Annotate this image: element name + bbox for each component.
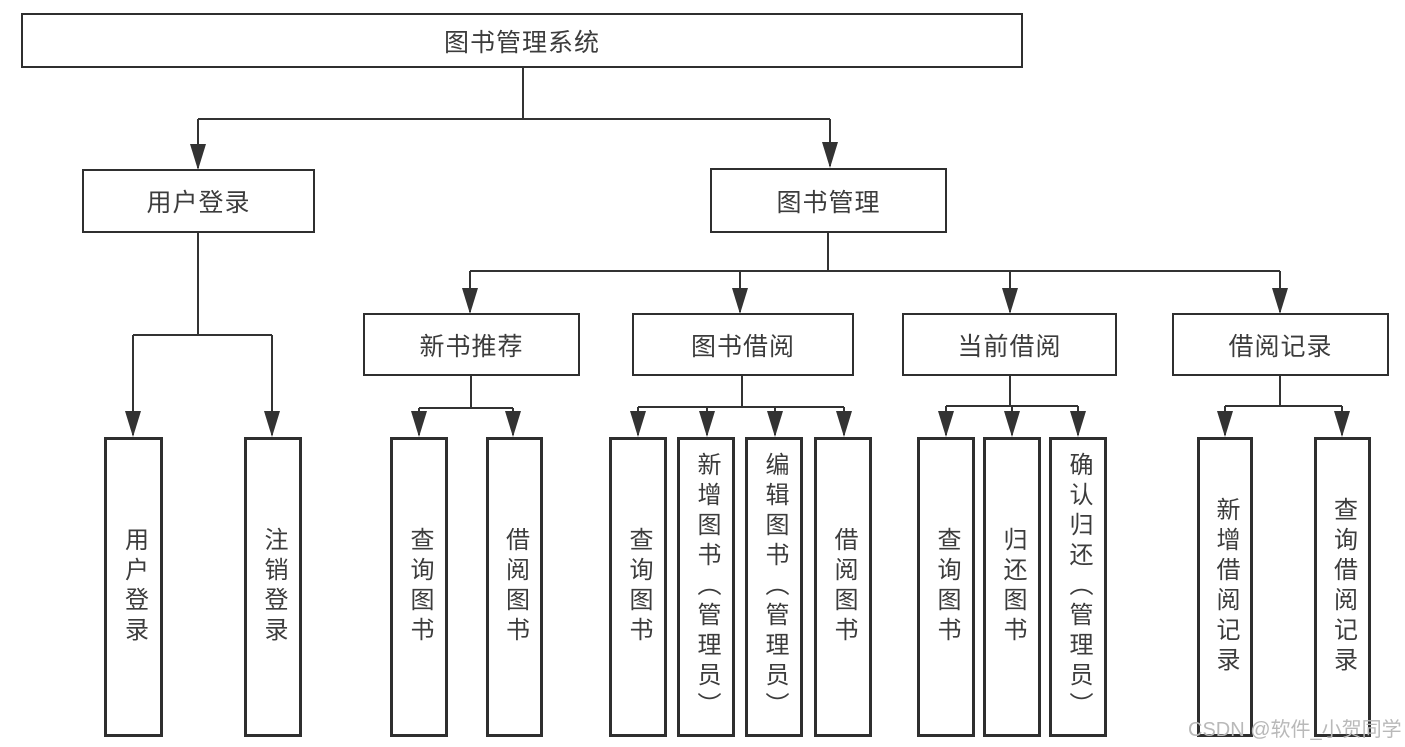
node-new-book-recommend: 新书推荐 <box>363 313 580 376</box>
arrow-icon <box>125 411 141 437</box>
arrow-icon <box>264 411 280 437</box>
leaf-bb-add-books-admin-label: 新增图书（管理员） <box>693 452 720 722</box>
csdn-watermark: CSDN @软件_小贺同学 <box>1188 719 1402 741</box>
arrow-icon <box>767 411 783 437</box>
leaf-cb-return-books: 归还图书 <box>983 437 1041 737</box>
node-current-borrow-label: 当前借阅 <box>957 332 1062 361</box>
leaf-rec-borrow-books-label: 借阅图书 <box>501 527 529 647</box>
leaf-cb-query-books-label: 查询图书 <box>933 527 960 647</box>
arrow-icon <box>1002 288 1018 314</box>
connector-path <box>132 68 1343 435</box>
arrow-icon <box>938 411 954 437</box>
node-borrow-records-label: 借阅记录 <box>1228 332 1333 361</box>
arrow-icon <box>505 411 521 437</box>
leaf-bb-add-books-admin: 新增图书（管理员） <box>677 437 735 737</box>
arrow-icon <box>630 411 646 437</box>
arrow-icon <box>732 288 748 314</box>
node-book-borrow-label: 图书借阅 <box>690 332 795 361</box>
arrow-icon <box>462 288 478 314</box>
arrowheads <box>125 142 1350 437</box>
leaf-bb-borrow-books: 借阅图书 <box>814 437 872 737</box>
arrow-icon <box>836 411 852 437</box>
leaf-br-query-record-label: 查询借阅记录 <box>1329 497 1357 677</box>
arrow-icon <box>1334 411 1350 437</box>
leaf-bb-query-books-label: 查询图书 <box>625 527 652 647</box>
arrow-icon <box>1217 411 1233 437</box>
leaf-bb-borrow-books-label: 借阅图书 <box>830 527 857 647</box>
arrow-icon <box>1272 288 1288 314</box>
leaf-bb-edit-books-admin-label: 编辑图书（管理员） <box>761 452 788 722</box>
node-user-login: 用户登录 <box>82 169 315 233</box>
node-book-management-label: 图书管理 <box>776 188 881 217</box>
arrow-icon <box>699 411 715 437</box>
leaf-bb-query-books: 查询图书 <box>609 437 667 737</box>
leaf-cb-confirm-return-admin: 确认归还（管理员） <box>1049 437 1107 737</box>
leaf-logout-label: 注销登录 <box>260 527 287 647</box>
node-user-login-label: 用户登录 <box>146 189 251 217</box>
arrow-icon <box>411 411 427 437</box>
node-book-management: 图书管理 <box>710 168 947 233</box>
arrow-icon <box>1004 411 1020 437</box>
node-borrow-records: 借阅记录 <box>1172 313 1389 376</box>
node-new-book-recommend-label: 新书推荐 <box>419 332 524 361</box>
arrow-icon <box>190 144 206 170</box>
node-root-label: 图书管理系统 <box>443 28 600 57</box>
leaf-rec-query-books-label: 查询图书 <box>406 527 433 647</box>
leaf-bb-edit-books-admin: 编辑图书（管理员） <box>745 437 803 737</box>
leaf-br-add-record: 新增借阅记录 <box>1197 437 1253 737</box>
leaf-user-login: 用户登录 <box>104 437 163 737</box>
leaf-br-query-record: 查询借阅记录 <box>1314 437 1371 737</box>
leaf-cb-return-books-label: 归还图书 <box>999 527 1026 647</box>
leaf-rec-query-books: 查询图书 <box>390 437 448 737</box>
node-current-borrow: 当前借阅 <box>902 313 1117 376</box>
leaf-rec-borrow-books: 借阅图书 <box>486 437 543 737</box>
leaf-user-login-label: 用户登录 <box>120 527 148 647</box>
leaf-cb-query-books: 查询图书 <box>917 437 975 737</box>
leaf-logout: 注销登录 <box>244 437 302 737</box>
arrow-icon <box>1070 411 1086 437</box>
node-root: 图书管理系统 <box>21 13 1023 68</box>
node-book-borrow: 图书借阅 <box>632 313 854 376</box>
leaf-br-add-record-label: 新增借阅记录 <box>1212 497 1239 677</box>
leaf-cb-confirm-return-admin-label: 确认归还（管理员） <box>1065 452 1092 722</box>
arrow-icon <box>822 142 838 168</box>
